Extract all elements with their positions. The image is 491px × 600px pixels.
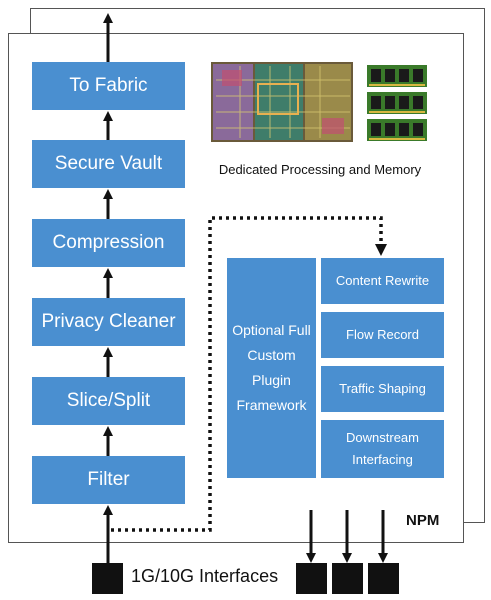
memory-modules-icon (367, 65, 427, 141)
stage-privacy-cleaner: Privacy Cleaner (32, 298, 185, 346)
stage-secure-vault: Secure Vault (32, 140, 185, 188)
module-flow-record: Flow Record (321, 312, 444, 358)
module-traffic-shaping: Traffic Shaping (321, 366, 444, 412)
stage-filter: Filter (32, 456, 185, 504)
interface-port-out-2 (332, 563, 363, 594)
stage-to-fabric: To Fabric (32, 62, 185, 110)
module-downstream-interfacing: Downstream Interfacing (321, 420, 444, 478)
stage-compression: Compression (32, 219, 185, 267)
module-content-rewrite: Content Rewrite (321, 258, 444, 304)
stage-slice-split: Slice/Split (32, 377, 185, 425)
dotted-plugin-path (111, 216, 383, 532)
interface-port-in (92, 563, 123, 594)
interface-port-out-3 (368, 563, 399, 594)
interfaces-label: 1G/10G Interfaces (131, 566, 279, 586)
hardware-caption: Dedicated Processing and Memory (218, 162, 422, 177)
interface-port-out-1 (296, 563, 327, 594)
device-name: NPM (406, 512, 440, 529)
processor-die-icon (211, 62, 353, 142)
plugin-framework-block: Optional Full Custom Plugin Framework (227, 258, 316, 478)
